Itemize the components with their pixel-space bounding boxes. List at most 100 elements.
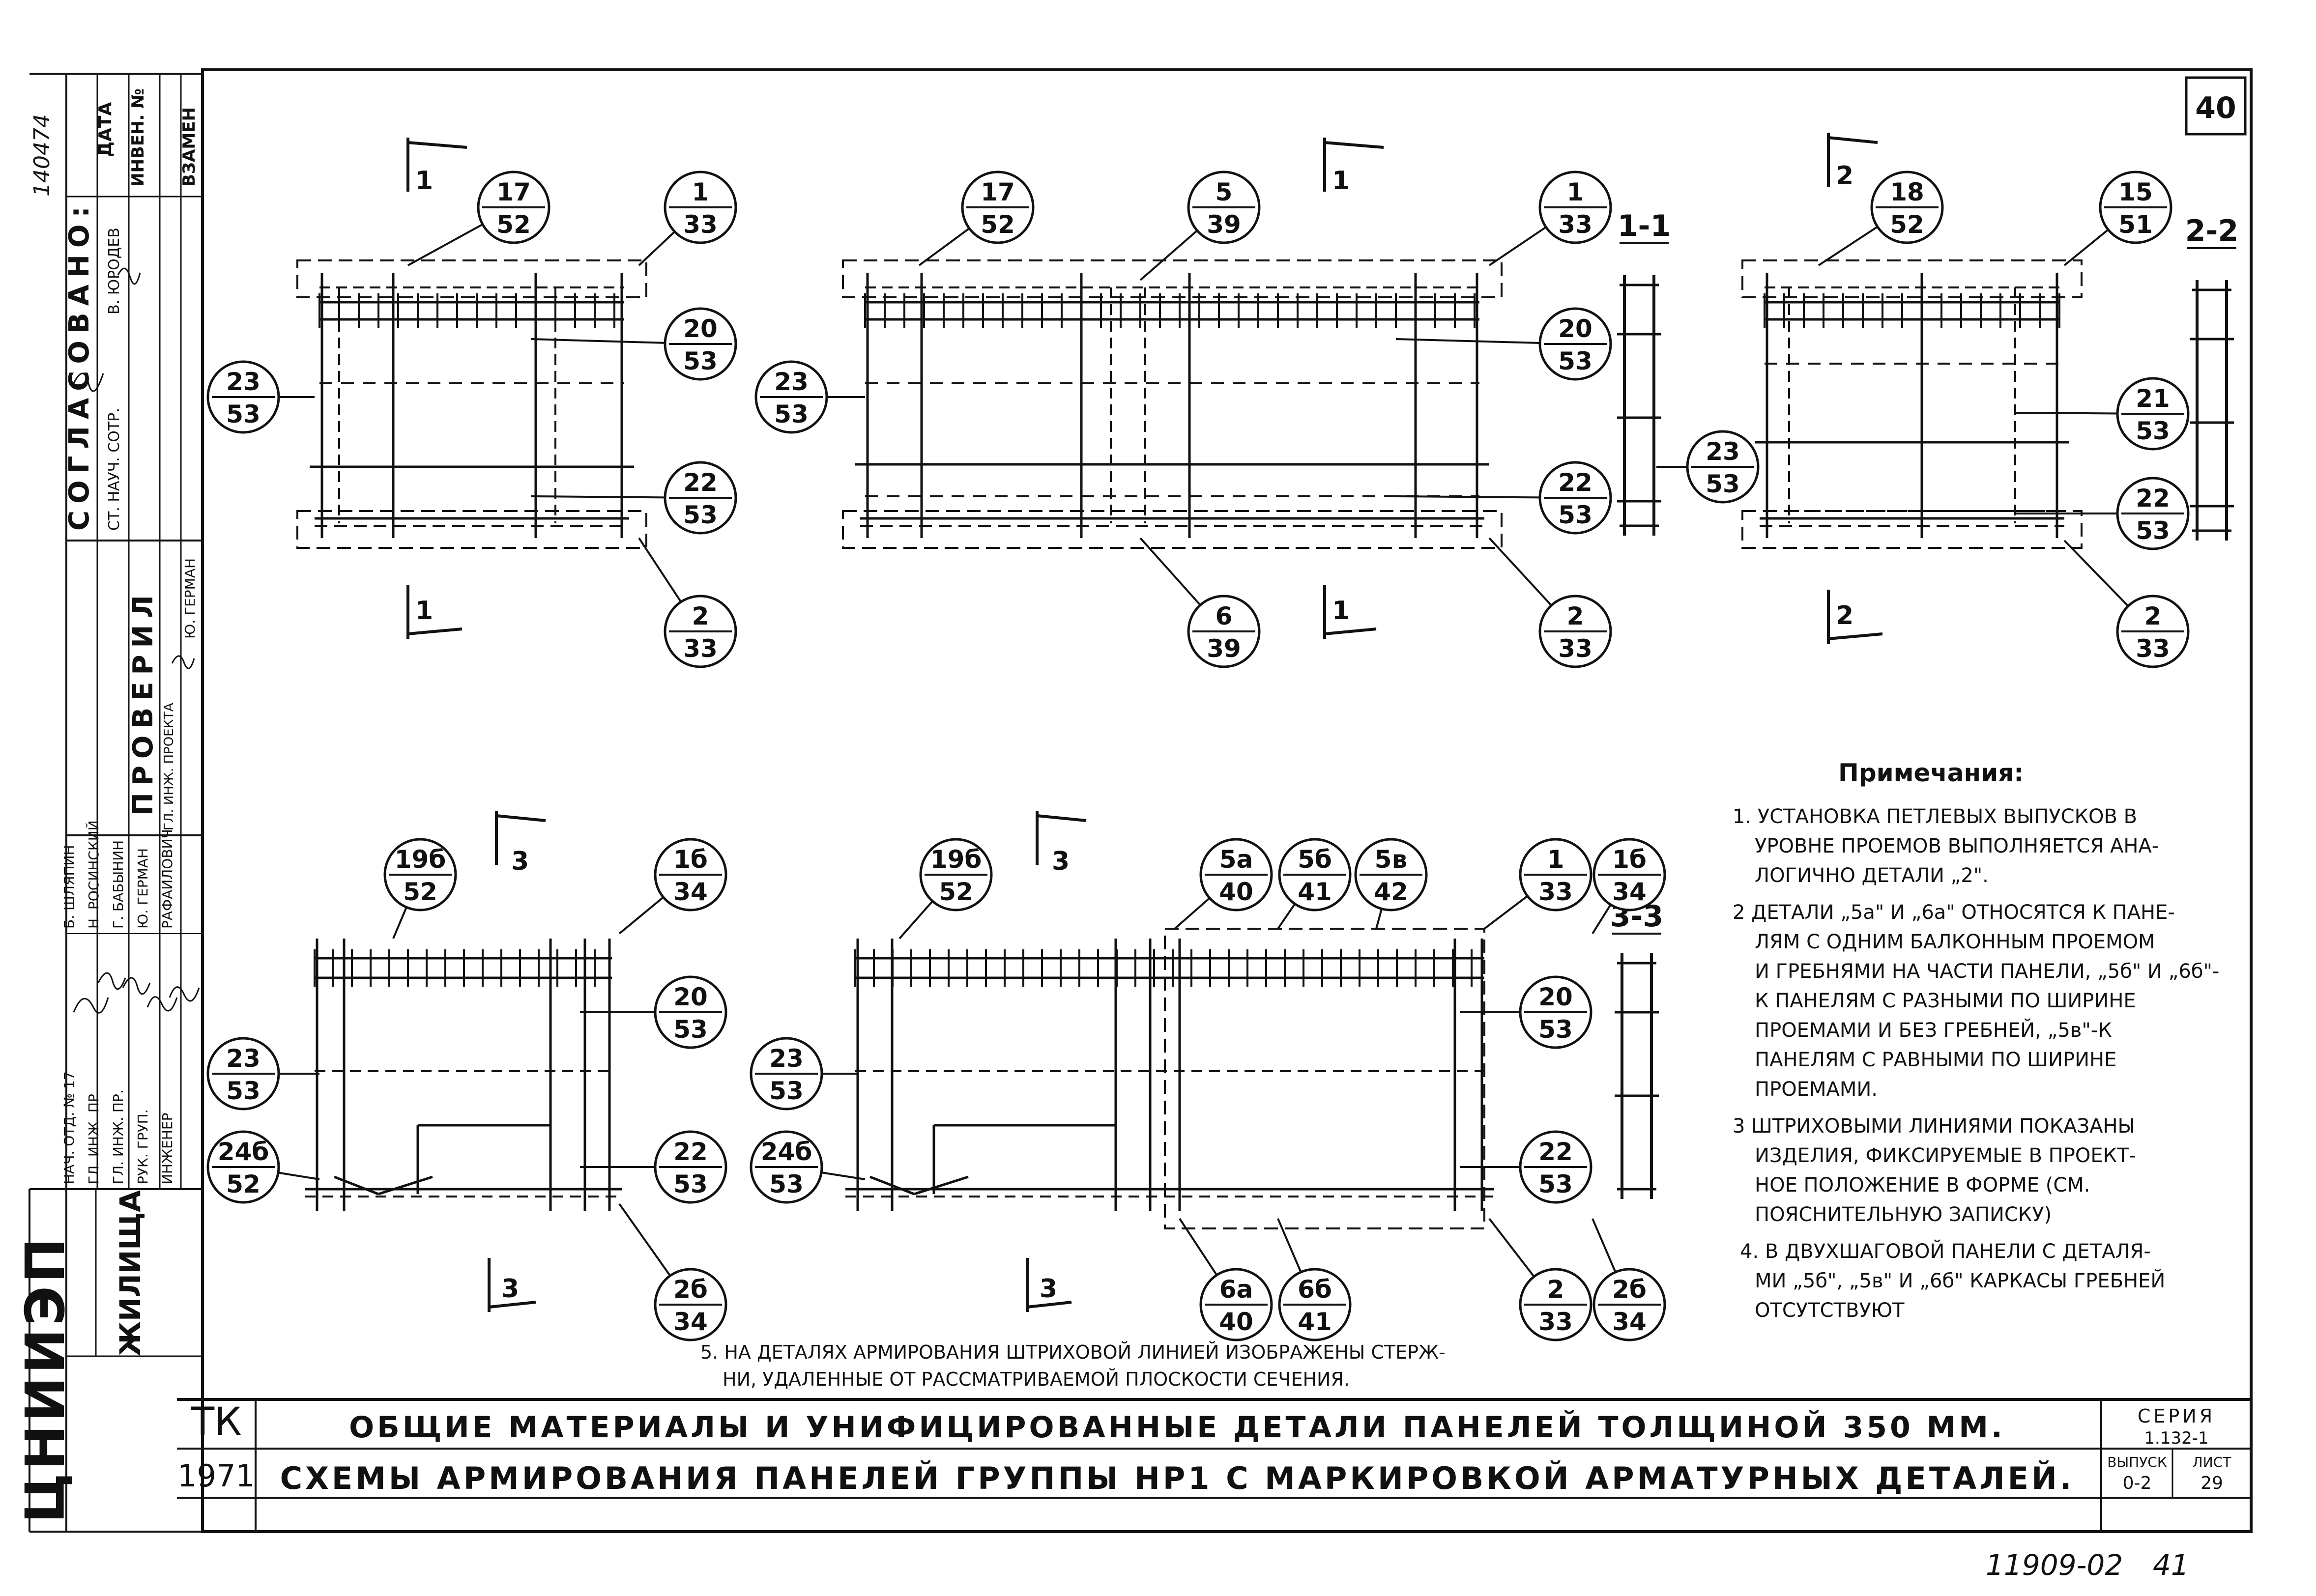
note-line: ПРОЕМАМИ И БЕЗ ГРЕБНЕЙ, „5в"-К — [1755, 1018, 2112, 1042]
loop — [869, 1175, 915, 1196]
callout-detail-mark: 19б — [395, 845, 446, 874]
note-line: МИ „5б", „5в" И „6б" КАРКАСЫ ГРЕБНЕЙ — [1755, 1269, 2165, 1292]
callout-detail-mark: 2 — [692, 602, 709, 630]
detail-callout: 233 — [664, 595, 737, 668]
callout-detail-mark: 2 — [1547, 1275, 1564, 1304]
callout-detail-mark: 20 — [683, 314, 718, 343]
panel-2 — [842, 259, 1503, 549]
panel-5 — [845, 928, 1494, 1229]
stamp-role-4: РУК. ГРУП. — [135, 1109, 151, 1184]
callout-sheet-ref: 53 — [1558, 501, 1592, 529]
issue-label: ВЫПУСК — [2107, 1454, 2167, 1470]
leader-line — [821, 1171, 866, 1180]
leader-line — [1395, 495, 1540, 499]
callout-detail-mark: 17 — [496, 178, 531, 206]
callout-sheet-ref: 52 — [1890, 210, 1924, 239]
detail-callout: 233 — [2116, 595, 2190, 668]
callout-detail-mark: 23 — [1706, 437, 1740, 466]
sheet-number: 40 — [2195, 91, 2236, 125]
callout-sheet-ref: 53 — [1538, 1170, 1573, 1198]
callout-sheet-ref: 53 — [673, 1170, 708, 1198]
leader-line — [530, 495, 666, 499]
title-line-1: ОБЩИЕ МАТЕРИАЛЫ И УНИФИЦИРОВАННЫЕ ДЕТАЛИ… — [349, 1409, 2005, 1445]
callout-detail-mark: 20 — [1558, 314, 1592, 343]
cut-label: 3 — [1040, 1274, 1057, 1304]
sheet-label: ЛИСТ — [2193, 1454, 2232, 1470]
note-line: НОЕ ПОЛОЖЕНИЕ В ФОРМЕ (СМ. — [1755, 1174, 2090, 1197]
callout-detail-mark: 18 — [1890, 178, 1924, 206]
leader-line — [1395, 338, 1540, 344]
callout-sheet-ref: 51 — [2118, 210, 2153, 239]
issue-value: 0-2 — [2123, 1473, 2152, 1493]
note-line: 3 ШТРИХОВЫМИ ЛИНИЯМИ ПОКАЗАНЫ — [1733, 1115, 2135, 1138]
callout-sheet-ref: 33 — [1558, 210, 1592, 239]
callout-sheet-ref: 33 — [1538, 878, 1573, 906]
callout-detail-mark: 5а — [1219, 845, 1253, 874]
org-stamp: ЦНИИЭП ЖИЛИЩА — [14, 1188, 203, 1533]
callout-detail-mark: 22 — [2136, 484, 2170, 513]
page-number: 41 — [2153, 1548, 2189, 1582]
callout-detail-mark: 2б — [673, 1275, 708, 1304]
callout-sheet-ref: 53 — [1558, 347, 1592, 375]
callout-detail-mark: 17 — [981, 178, 1015, 206]
note-line: ПАНЕЛЯМ С РАВНЫМИ ПО ШИРИНЕ — [1755, 1049, 2116, 1071]
org-name: ЖИЛИЩА — [114, 1190, 147, 1356]
callout-sheet-ref: 53 — [683, 501, 718, 529]
stamp-date-header: ДАТА — [95, 102, 116, 157]
note-line: 1. УСТАНОВКА ПЕТЛЕВЫХ ВЫПУСКОВ В — [1733, 805, 2137, 828]
leader-line — [898, 900, 933, 940]
stamp-role-3: ГЛ. ИНЖ. ПР. — [110, 1089, 126, 1184]
callout-detail-mark: 23 — [226, 368, 261, 396]
callout-detail-mark: 5 — [1216, 178, 1233, 206]
cut-label: 1 — [415, 596, 433, 626]
sheet-frame — [201, 68, 2253, 1533]
note-line: УРОВНЕ ПРОЕМОВ ВЫПОЛНЯЕТСЯ АНА- — [1755, 835, 2159, 857]
callout-sheet-ref: 34 — [1612, 1308, 1647, 1336]
leader-line — [1488, 537, 1552, 606]
series-label: СЕРИЯ — [2138, 1405, 2215, 1427]
dashed-element — [1741, 510, 2083, 549]
leader-line — [1174, 897, 1211, 930]
callout-detail-mark: 2б — [1612, 1275, 1647, 1304]
signatures — [73, 267, 200, 1014]
cut-label: 2 — [1836, 601, 1853, 630]
callout-sheet-ref: 42 — [1374, 878, 1408, 906]
leader-line — [1179, 1218, 1218, 1276]
loop — [914, 1175, 969, 1196]
detail-callouts: 1752133205323532253233175253913320532353… — [206, 171, 2190, 1341]
callout-sheet-ref: 39 — [1207, 634, 1241, 663]
callout-detail-mark: 6 — [1216, 602, 1233, 630]
stamp-role-2: ГЛ. ИНЖ. ПР. — [86, 1089, 102, 1184]
detail-callout: 233 — [1519, 1268, 1592, 1341]
title-year: 1971 — [177, 1458, 255, 1494]
cut-label: 3 — [511, 847, 529, 876]
callout-detail-mark: 24б — [218, 1138, 269, 1166]
leader-line — [1277, 1218, 1302, 1273]
callout-detail-mark: 22 — [1558, 468, 1592, 497]
leader-line — [1488, 1218, 1535, 1278]
leader-line — [407, 223, 483, 266]
leader-line — [1592, 1218, 1617, 1273]
callout-sheet-ref: 52 — [496, 210, 531, 239]
callout-detail-mark: 1 — [1547, 845, 1564, 874]
note-5-line-2: НИ, УДАЛЕННЫЕ ОТ РАССМАТРИВАЕМОЙ ПЛОСКОС… — [723, 1368, 1350, 1390]
callout-detail-mark: 20 — [673, 983, 708, 1011]
section-title-1-1: 1-1 — [1618, 209, 1671, 243]
notes-title: Примечания: — [1838, 759, 2024, 787]
cut-label: 2 — [1836, 161, 1853, 191]
callout-detail-mark: 23 — [774, 368, 809, 396]
callout-sheet-ref: 40 — [1219, 1308, 1253, 1336]
